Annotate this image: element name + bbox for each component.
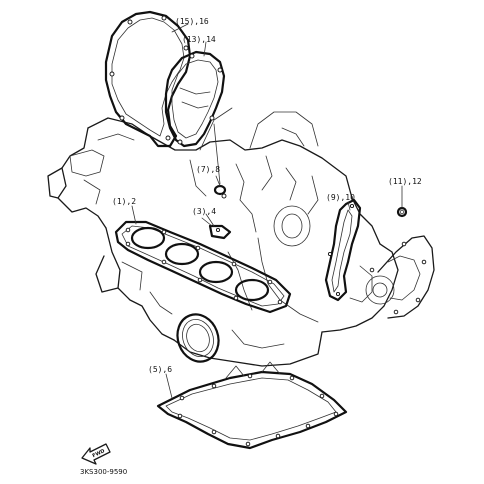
engine-block-outline <box>47 107 435 367</box>
diagram-code: 3KS300-9590 <box>80 468 127 476</box>
cylinder-head-gasket <box>114 220 292 314</box>
side-gasket <box>324 198 362 302</box>
label-generator-gasket: (13),14 <box>182 35 216 44</box>
fwd-arrow-label: FWD <box>92 448 106 459</box>
part-labels: (15),16 (13),14 (7),8 (1),2 (3),4 (9),10… <box>112 17 422 374</box>
label-cover-gasket: (15),16 <box>175 17 209 26</box>
oil-pan-gasket <box>156 361 348 450</box>
label-oil-seal: (11),12 <box>388 177 422 186</box>
label-small-gasket: (7),8 <box>196 165 220 174</box>
small-gasket <box>213 184 227 199</box>
label-side-gasket: (9),10 <box>326 193 355 202</box>
oil-seal <box>396 206 408 218</box>
label-cylinder-gasket: (1),2 <box>112 197 136 206</box>
label-small-part: (3),4 <box>192 207 216 216</box>
forward-direction-arrow: FWD <box>81 443 111 465</box>
label-pan-gasket: (5),6 <box>148 365 172 374</box>
cover-gasket <box>104 10 192 148</box>
generator-gasket <box>164 50 226 185</box>
small-part <box>201 217 232 240</box>
oil-strainer-seal <box>176 313 220 363</box>
leader-lines <box>131 23 403 399</box>
